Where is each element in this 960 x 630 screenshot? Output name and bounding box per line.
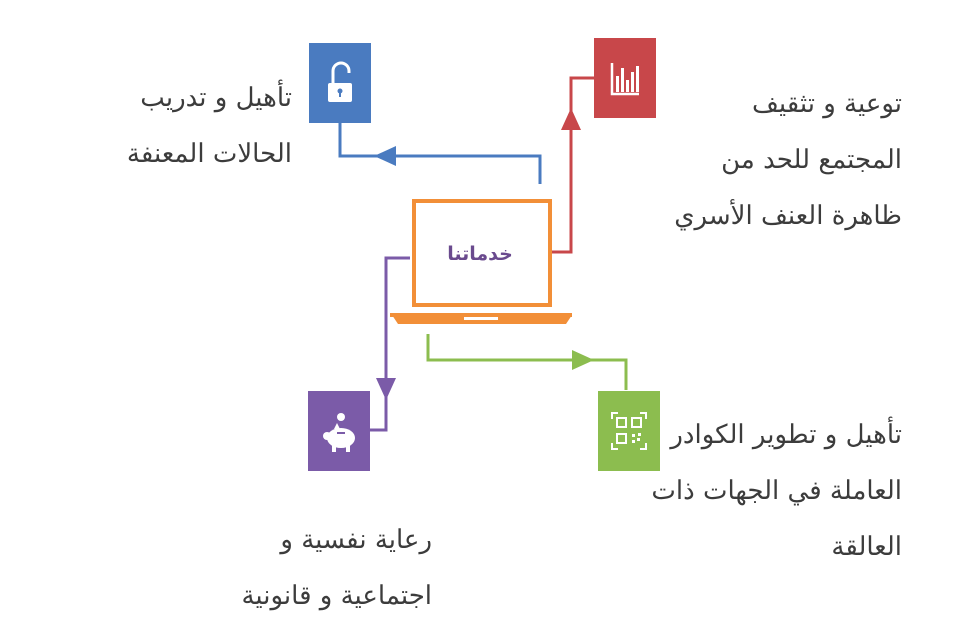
label-care: رعاية نفسية و اجتماعية و قانونية [241,512,432,624]
label-awareness: توعية و تثقيف المجتمع للحد من ظاهرة العن… [674,76,902,244]
connector-staff [426,334,628,390]
qr-code-icon [611,412,647,450]
label-line: العالقة [831,532,902,562]
label-staff: تأهيل و تطوير الكوادر العاملة في الجهات … [651,407,902,575]
connector-awareness [548,76,594,254]
label-line: المجتمع للحد من [721,145,902,175]
laptop-icon [390,199,572,324]
arrow-awareness [561,108,581,130]
label-line: ظاهرة العنف الأسري [674,201,902,231]
connector-rehab [338,123,542,184]
connector-care [369,256,410,432]
tile-staff [598,391,660,471]
bar-chart-icon [610,63,639,96]
label-line: رعاية نفسية و [280,525,432,555]
arrow-rehab [374,146,396,166]
lock-icon [328,61,352,102]
tile-awareness [594,38,656,118]
label-line: تأهيل و تدريب [140,83,292,113]
arrow-care [376,378,396,400]
center-label: خدماتنا [447,243,513,265]
tile-rehab [309,43,371,123]
label-rehab: تأهيل و تدريب الحالات المعنفة [127,70,292,182]
label-line: الحالات المعنفة [126,139,292,169]
label-line: العاملة في الجهات ذات [651,476,902,506]
label-line: توعية و تثقيف [751,89,902,119]
label-line: اجتماعية و قانونية [241,581,432,611]
tile-care [308,391,370,471]
label-line: تأهيل و تطوير الكوادر [670,420,902,450]
piggy-bank-icon [323,413,355,452]
arrow-staff [572,350,594,370]
